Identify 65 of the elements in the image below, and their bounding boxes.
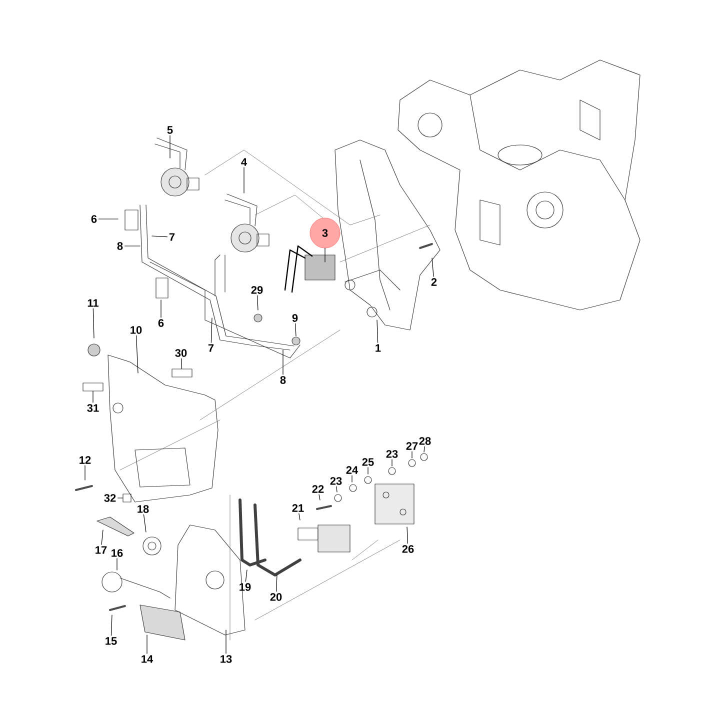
callout-number: 29 [251, 286, 263, 294]
callout-number: 28 [419, 437, 431, 445]
leader-line [101, 530, 104, 545]
callout-number: 32 [104, 494, 116, 502]
leader-line [98, 218, 118, 220]
leader-line [336, 486, 338, 492]
callout-number: 18 [138, 505, 149, 513]
callout-number: 7 [169, 233, 175, 241]
callout-number: 10 [130, 326, 142, 334]
leader-line [110, 614, 112, 636]
leader-line [180, 358, 182, 369]
callout-number: 9 [292, 314, 298, 322]
leader-line [406, 526, 408, 544]
callout-number: 16 [112, 549, 123, 557]
leader-line [295, 323, 296, 336]
callout-number: 15 [106, 637, 117, 645]
callout-number: 17 [96, 546, 107, 554]
callout-number: 21 [292, 504, 304, 512]
leader-line [160, 300, 162, 318]
leader-line [245, 570, 248, 582]
leader-line [116, 558, 118, 570]
leader-line [256, 295, 258, 310]
callout-number: 8 [117, 242, 123, 250]
leader-line [376, 320, 378, 343]
callout-number: 5 [167, 126, 173, 134]
leader-line [210, 318, 212, 343]
callout-number: 13 [220, 655, 232, 663]
decal-box [172, 368, 192, 378]
leader-line [276, 574, 278, 592]
leader-line [143, 514, 146, 532]
callout-number: 31 [87, 404, 99, 412]
callout-number: 27 [406, 442, 418, 450]
leader-line [152, 236, 168, 238]
leader-line [92, 391, 94, 403]
callout-number: 23 [330, 477, 342, 485]
leader-line [324, 248, 326, 262]
callout-number: 6 [91, 215, 97, 223]
callout-number: 26 [402, 545, 414, 553]
leader-line [92, 308, 94, 338]
leader-line [432, 258, 434, 277]
callout-number: 12 [80, 456, 91, 464]
leader-line [282, 350, 284, 375]
leader-line [146, 634, 148, 654]
callout-number: 30 [175, 349, 187, 357]
callout-number: 8 [280, 376, 286, 384]
callout-number: 25 [362, 458, 374, 466]
callout-number: 7 [208, 344, 214, 352]
callout-number: 24 [346, 466, 358, 474]
decal-box [122, 494, 132, 502]
callout-number: 6 [158, 319, 164, 327]
leader-line [298, 513, 300, 520]
callout-number: 19 [240, 583, 251, 591]
callout-number: 1 [376, 344, 381, 352]
leader-line [424, 446, 425, 452]
decal-box [82, 382, 104, 392]
callout-number: 22 [312, 485, 324, 493]
callout-number: 20 [270, 593, 282, 601]
callout-number: 14 [142, 655, 154, 663]
leader-line [136, 335, 138, 374]
leader-line [318, 494, 320, 500]
leader-line [84, 465, 86, 480]
callout-number: 2 [431, 278, 437, 286]
callout-number: 23 [386, 450, 398, 458]
callout-number: 11 [88, 299, 98, 307]
callout-number: 4 [241, 158, 247, 166]
